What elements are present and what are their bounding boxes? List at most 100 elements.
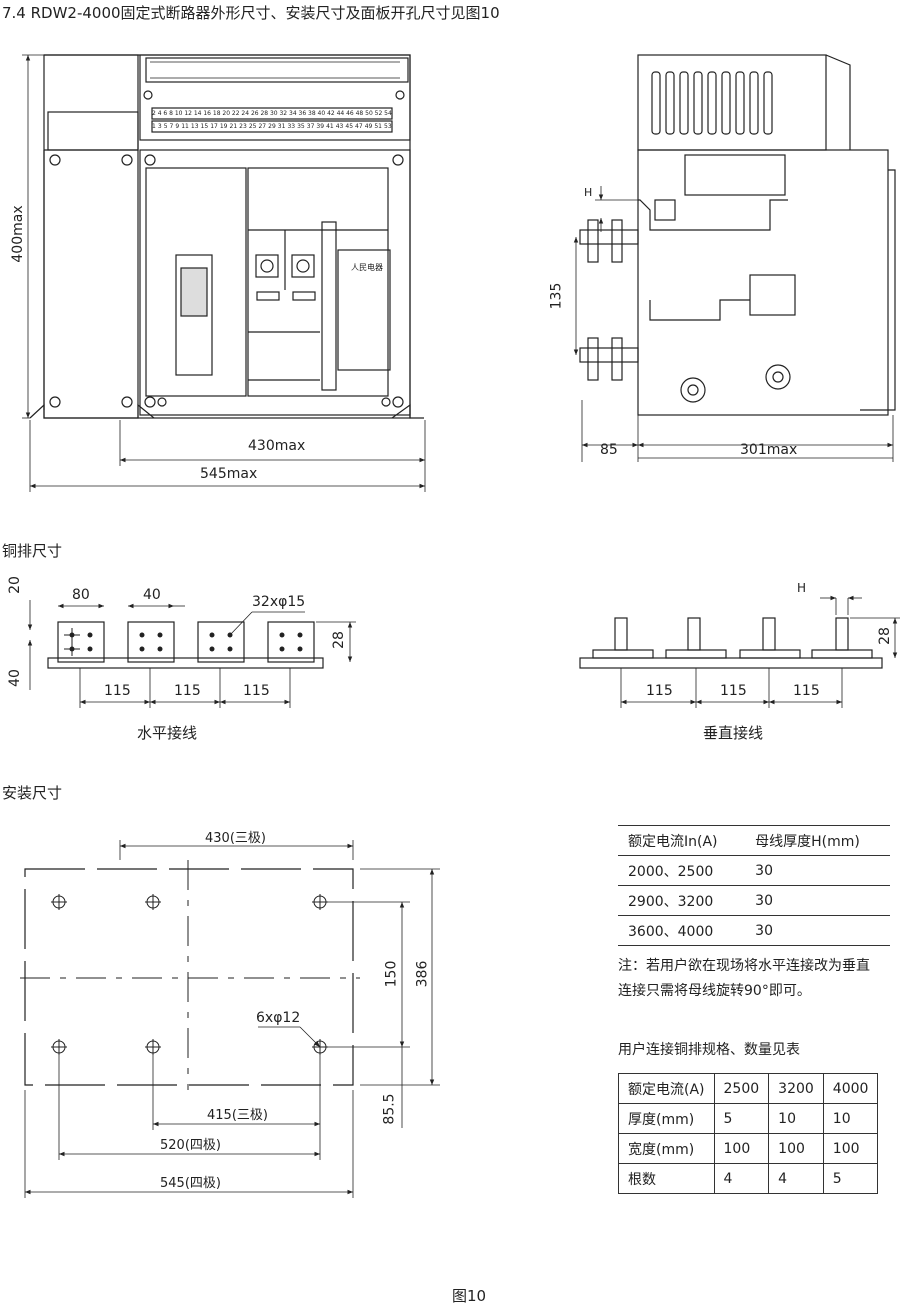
table-cell: 2900、3200 xyxy=(618,885,746,916)
dim-busbar-40-top: 40 xyxy=(143,587,161,603)
vent-slots xyxy=(651,71,773,135)
terminal-number: 53 xyxy=(384,123,392,130)
terminal-number: 23 xyxy=(239,123,247,130)
table-row: 3600、4000 30 xyxy=(618,915,890,946)
busbar-v-caption: 垂直接线 xyxy=(703,724,764,742)
dim-mount-85-5: 85.5 xyxy=(381,1093,398,1125)
busbar-v-spacing-3: 115 xyxy=(793,683,820,699)
terminal-number: 24 xyxy=(241,110,250,117)
terminal-number: 35 xyxy=(297,123,305,130)
terminal-number: 11 xyxy=(181,123,189,130)
terminal-number: 14 xyxy=(193,110,202,117)
busbar-section-title: 铜排尺寸 xyxy=(2,542,63,560)
terminal-number: 38 xyxy=(308,110,316,117)
busbar-v-spacing-1: 115 xyxy=(646,683,673,699)
table-cell: 3600、4000 xyxy=(618,915,746,946)
terminal-number: 30 xyxy=(269,110,278,117)
mounting-section-title: 安装尺寸 xyxy=(2,784,63,802)
terminal-number: 31 xyxy=(277,123,286,130)
terminal-number: 51 xyxy=(374,123,382,130)
table-cell: 宽度(mm) xyxy=(618,1133,715,1164)
terminal-number: 40 xyxy=(317,110,326,117)
screw-circles xyxy=(49,90,405,408)
dim-mount-150: 150 xyxy=(383,960,400,988)
terminal-number: 16 xyxy=(203,110,211,117)
terminal-number: 20 xyxy=(222,110,231,117)
terminal-number: 52 xyxy=(374,110,383,117)
terminal-number: 4 xyxy=(157,110,162,117)
mounting-holes xyxy=(51,894,328,1055)
copper-table: 额定电流(A) 2500 3200 4000 厚度(mm) 5 10 10 宽度… xyxy=(618,1073,879,1194)
side-view xyxy=(579,54,896,416)
dim-mount-386: 386 xyxy=(414,960,431,988)
nameplate-brand: 人民电器 xyxy=(351,263,383,272)
busbar-h-spacing-2: 115 xyxy=(174,683,201,699)
terminal-number: 10 xyxy=(174,110,183,117)
dim-side-301: 301max xyxy=(740,442,798,458)
terminal-number: 2 xyxy=(152,110,156,117)
note-text: 注：若用户欲在现场将水平连接改为垂直 连接只需将母线旋转90°即可。 xyxy=(618,954,870,1004)
table-cell: 4000 xyxy=(822,1073,879,1104)
table-cell: 30 xyxy=(745,855,890,886)
terminal-number: 41 xyxy=(326,123,334,130)
table-cell: 5 xyxy=(713,1103,770,1134)
mounting-outline xyxy=(24,868,354,1086)
table-cell: 额定电流(A) xyxy=(618,1073,715,1104)
table-cell: 5 xyxy=(822,1163,879,1194)
busbar-h-spacing-1: 115 xyxy=(104,683,131,699)
terminal-number: 15 xyxy=(200,123,209,130)
table-row: 厚度(mm) 5 10 10 xyxy=(618,1103,879,1134)
busbar-v-spacing-2: 115 xyxy=(720,683,747,699)
table-row: 2000、2500 30 xyxy=(618,855,890,886)
terminal-number: 28 xyxy=(260,110,269,117)
terminal-number: 37 xyxy=(306,123,315,130)
busbar-holes-label: 32xφ15 xyxy=(252,594,306,610)
dim-front-height: 400max xyxy=(10,205,26,263)
terminal-number: 3 xyxy=(157,123,162,130)
dim-busbar-28: 28 xyxy=(330,631,347,649)
terminal-number: 49 xyxy=(364,123,373,130)
terminal-number: 43 xyxy=(335,123,344,130)
table-row: 根数 4 4 5 xyxy=(618,1163,879,1194)
table-cell: 100 xyxy=(768,1133,824,1164)
terminal-number: 33 xyxy=(287,123,296,130)
note-line-2: 连接只需将母线旋转90°即可。 xyxy=(618,983,811,999)
dim-mount-430: 430(三极) xyxy=(205,831,266,846)
dim-side-h: H xyxy=(584,186,593,199)
table-row: 额定电流(A) 2500 3200 4000 xyxy=(618,1073,879,1104)
terminal-number: 45 xyxy=(345,123,354,130)
table-cell: 2500 xyxy=(713,1073,770,1104)
terminal-number: 34 xyxy=(289,110,297,117)
dim-busbar-20: 20 xyxy=(6,576,23,594)
terminal-number: 26 xyxy=(250,110,259,117)
dim-side-85: 85 xyxy=(600,442,618,458)
front-view xyxy=(29,54,424,419)
mount-holes-label: 6xφ12 xyxy=(256,1010,301,1026)
page-title: 7.4 RDW2-4000固定式断路器外形尺寸、安装尺寸及面板开孔尺寸见图10 xyxy=(2,4,500,22)
terminal-number: 8 xyxy=(169,110,173,117)
table-cell: 4 xyxy=(713,1163,770,1194)
note-line-1: 注：若用户欲在现场将水平连接改为垂直 xyxy=(618,958,870,974)
dim-busbar-40-left: 40 xyxy=(6,669,23,687)
copper-table-caption: 用户连接铜排规格、数量见表 xyxy=(618,1042,800,1058)
table-cell: 10 xyxy=(822,1103,879,1134)
table-cell: 30 xyxy=(745,915,890,946)
terminal-number: 46 xyxy=(346,110,354,117)
table-row: 2900、3200 30 xyxy=(618,885,890,916)
terminal-strip xyxy=(150,61,400,79)
table-header: 额定电流In(A) xyxy=(618,825,746,856)
terminal-number: 6 xyxy=(163,110,168,117)
terminal-number: 1 xyxy=(152,123,156,130)
terminal-number: 27 xyxy=(258,123,267,130)
dim-busbar-v-28: 28 xyxy=(876,627,893,645)
dim-busbar-v-h: H xyxy=(797,581,807,595)
terminal-number: 48 xyxy=(355,110,364,117)
dim-mount-545: 545(四极) xyxy=(160,1176,221,1191)
terminal-number: 25 xyxy=(248,123,257,130)
terminal-number: 22 xyxy=(231,110,240,117)
terminal-number: 7 xyxy=(169,123,174,130)
vertical-busbar xyxy=(579,617,883,669)
